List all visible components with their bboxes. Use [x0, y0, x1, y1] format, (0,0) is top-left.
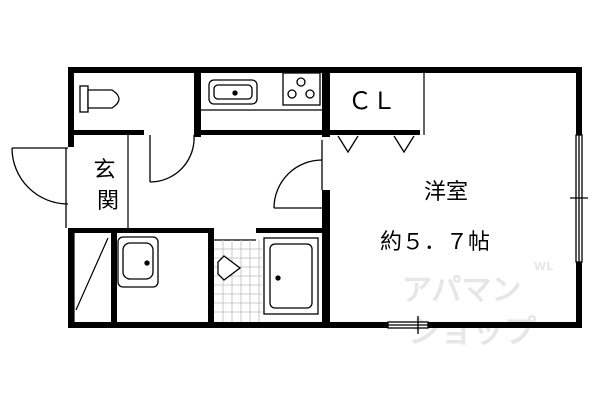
kitchen — [208, 72, 321, 106]
doors — [149, 134, 323, 209]
bathtub — [217, 237, 319, 315]
washbasin — [117, 236, 159, 288]
watermark-line1: アパマン — [402, 273, 521, 308]
western-room-name: 洋室 — [424, 180, 468, 205]
watermark-mark: WL — [534, 260, 553, 273]
closet-label: ＣＬ — [348, 87, 396, 115]
toilet — [79, 85, 120, 113]
windows — [387, 134, 588, 334]
entrance-door — [11, 147, 69, 228]
bath-tile — [214, 240, 262, 322]
entrance-label: 玄 関 — [93, 158, 122, 214]
interior-walls — [68, 67, 420, 328]
labels: ＣＬ 洋室 約５．７帖 玄 関 — [93, 87, 490, 255]
closet-doors — [337, 135, 415, 154]
thin-lines — [73, 73, 425, 322]
watermark-line2: ショップ — [408, 312, 537, 350]
western-room-size: 約５．７帖 — [380, 230, 490, 255]
watermark: アパマン ショップ WL — [402, 260, 553, 350]
